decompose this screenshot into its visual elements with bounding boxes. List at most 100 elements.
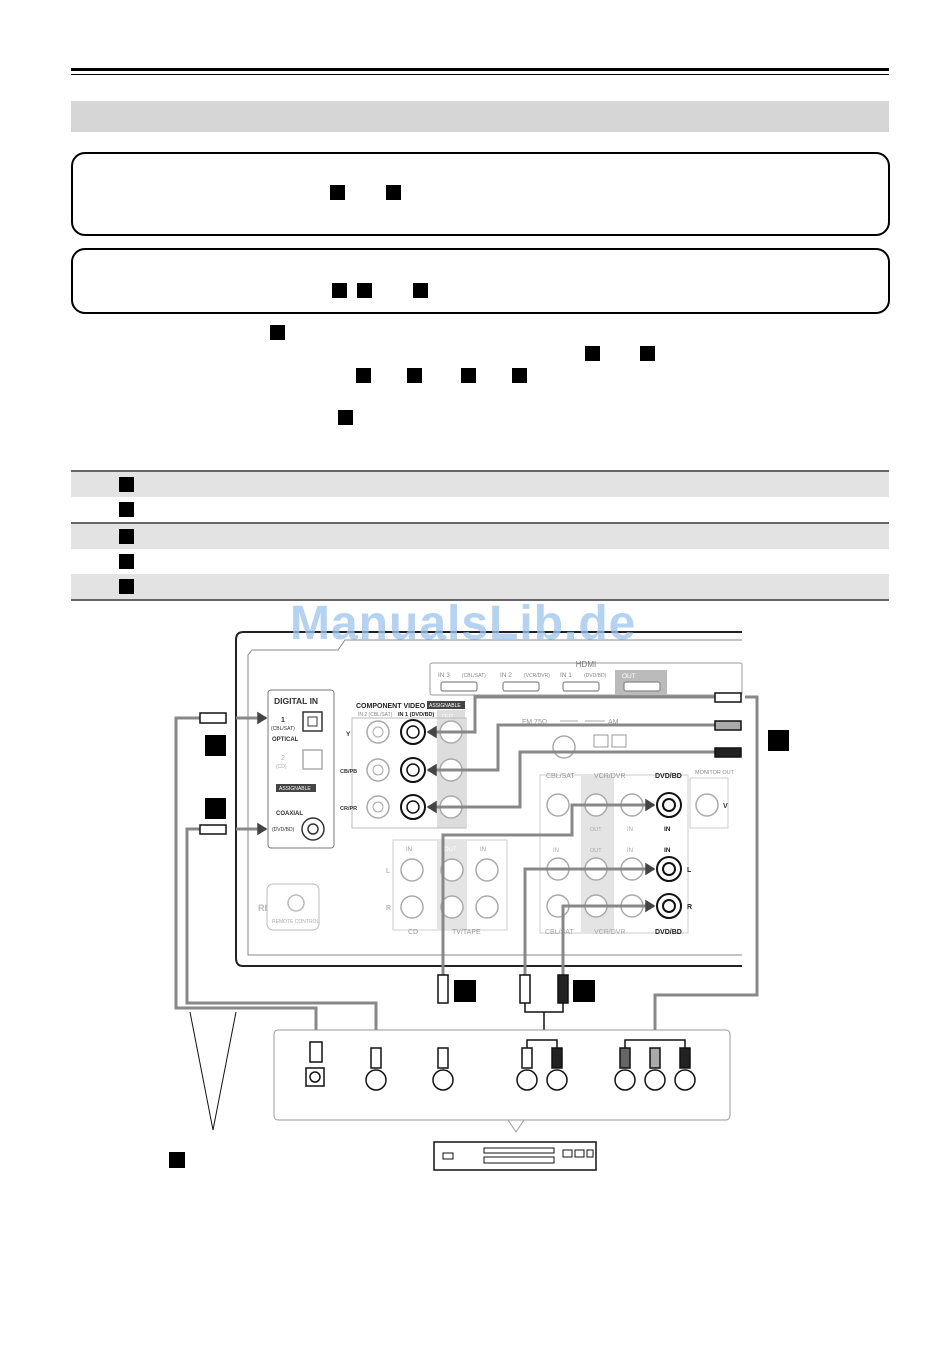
dvd-bd-label: DVD/BD	[655, 773, 682, 780]
hdmi-in2-label: IN 2	[500, 672, 512, 679]
coaxial-plug	[199, 824, 227, 835]
source-jack	[546, 1069, 568, 1091]
cable-audio-l	[523, 867, 654, 975]
marker-square	[454, 980, 476, 1002]
receiver-outline	[235, 631, 742, 967]
cb-label: CB/PB	[340, 769, 357, 775]
table-row	[71, 472, 889, 497]
component-jack-inner	[372, 726, 384, 738]
optical-1-label: 1	[281, 717, 285, 724]
vcr-dvr-label: VCR/DVR	[594, 773, 626, 780]
watermark: ManualsLib.de	[290, 597, 637, 650]
source-jack	[674, 1069, 696, 1091]
source-jack	[644, 1069, 666, 1091]
arrow-head	[426, 763, 437, 777]
cable-component-pb	[428, 723, 715, 772]
digital-in-label: DIGITAL IN	[274, 696, 318, 706]
in-label: IN	[627, 827, 633, 833]
hdmi-port	[440, 681, 478, 692]
tv-jack	[475, 895, 499, 919]
marker-square	[413, 283, 428, 298]
in-label: IN	[553, 848, 559, 854]
rca-plug	[714, 720, 742, 731]
dvd-button	[574, 1149, 585, 1158]
cd-jack	[400, 858, 424, 882]
tv-tape-label: TV/TAPE	[452, 929, 481, 936]
optical-label: OPTICAL	[272, 737, 299, 743]
tv-jack	[475, 858, 499, 882]
table-rule	[71, 470, 889, 472]
rca-plug	[649, 1047, 661, 1069]
rca-plug	[679, 1047, 691, 1069]
fm-jack	[552, 735, 576, 759]
hdmi-in3-sub: (CBL/SAT)	[462, 673, 486, 679]
dvd-video-in-jack-inner	[662, 798, 676, 812]
hdmi-out-label: OUT	[622, 673, 636, 680]
component-block	[351, 717, 467, 829]
rca-plug	[437, 974, 449, 1004]
tv-jack	[440, 858, 464, 882]
dvd-audio-r-jack-inner	[662, 899, 676, 913]
marker-square	[512, 368, 527, 383]
dvd-button	[562, 1149, 573, 1158]
table-row	[71, 574, 889, 599]
hdmi-in3-label: IN 3	[438, 672, 450, 679]
y-split	[524, 1003, 564, 1013]
dvd-power-button	[442, 1152, 454, 1160]
marker-square	[270, 325, 285, 340]
rca-plug	[557, 974, 569, 1004]
optical-plug-end	[309, 1041, 323, 1063]
fm-label: FM 75Ω	[522, 719, 547, 726]
cd-r-label: R	[386, 905, 391, 912]
cable-coaxial	[185, 827, 378, 1048]
marker-square	[407, 368, 422, 383]
source-jack	[614, 1069, 636, 1091]
rca-plug	[519, 974, 531, 1004]
table-row	[71, 497, 889, 522]
dvd-bd-bottom-label: DVD/BD	[655, 929, 682, 936]
cable-component-y	[428, 695, 715, 734]
note-box-1	[71, 152, 890, 236]
rca-plug	[714, 692, 742, 703]
in-label: IN	[664, 826, 671, 833]
tv-in-label: IN	[480, 847, 486, 853]
monitor-out-label: MONITOR OUT	[695, 770, 735, 776]
section-heading-bar	[71, 101, 889, 132]
dvd-display	[483, 1156, 555, 1164]
source-jack	[365, 1069, 387, 1091]
callout-pointer	[507, 1119, 525, 1133]
cbl-sat-label: CBL/SAT	[546, 773, 575, 780]
optical-2-label: 2	[281, 755, 285, 762]
arrow-head	[426, 800, 437, 814]
hdmi-in1-label: IN 1	[560, 672, 572, 679]
remote-control-label: REMOTE CONTROL	[272, 919, 319, 925]
table-rule	[71, 522, 889, 524]
coaxial-sub: (DVD/BD)	[272, 827, 295, 833]
in-label: IN	[664, 847, 671, 854]
component-video-label: COMPONENT VIDEO	[356, 703, 426, 710]
rca-plug	[370, 1047, 382, 1069]
cable-component-bundle	[653, 695, 759, 1040]
marker-square	[386, 185, 401, 200]
optical-plug	[199, 712, 227, 724]
rca-plug	[619, 1047, 631, 1069]
marker-square	[119, 529, 134, 544]
optical-port-2	[302, 749, 323, 770]
marker-square	[119, 579, 134, 594]
cd-label: CD	[408, 929, 418, 936]
hdmi-port	[623, 681, 661, 692]
rca-plug	[714, 747, 742, 758]
hdmi-in2-sub: (VCR/DVR)	[524, 673, 550, 679]
dvd-audio-l-jack-inner	[662, 862, 676, 876]
marker-square	[356, 368, 371, 383]
arrow-head	[257, 711, 268, 725]
y-split	[624, 1039, 686, 1048]
table-row	[71, 549, 889, 574]
cable-pointer	[189, 1011, 237, 1131]
av-jack	[546, 793, 570, 817]
component-jack-inner	[372, 801, 384, 813]
tv-jack	[440, 895, 464, 919]
source-jack	[516, 1069, 538, 1091]
cd-l-label: L	[386, 868, 390, 875]
out-label: OUT	[590, 827, 602, 833]
